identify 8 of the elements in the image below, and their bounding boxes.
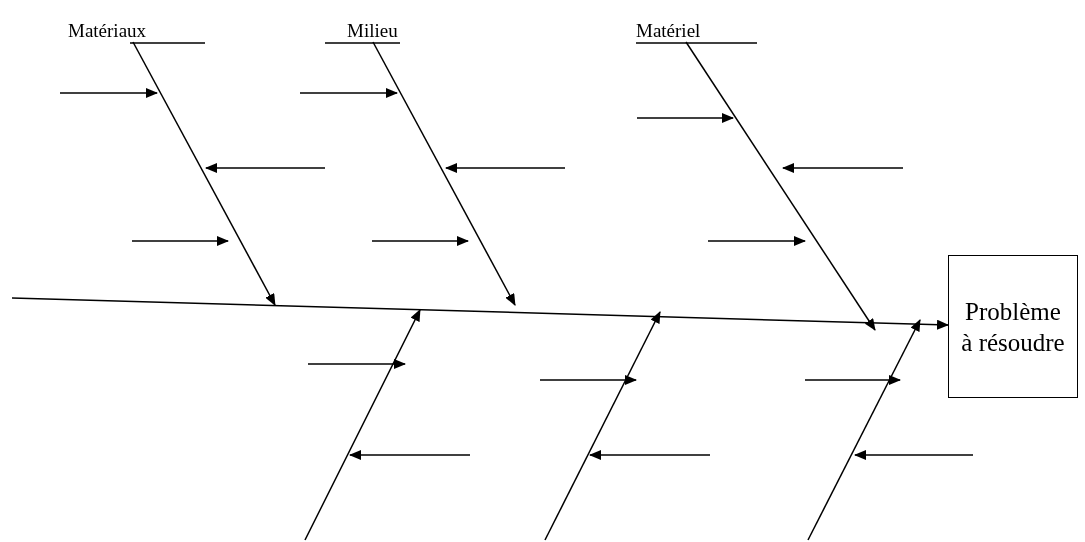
category-label: Matériaux [68, 20, 147, 42]
branch-arrow [372, 41, 516, 306]
problem-box: Problème à résoudre [948, 255, 1078, 398]
branch-arrow [132, 41, 276, 306]
category-label: Matériel [636, 20, 701, 42]
branch-arrow [685, 41, 876, 331]
category-label: Milieu [347, 20, 398, 42]
main-spine-arrow [11, 297, 949, 330]
